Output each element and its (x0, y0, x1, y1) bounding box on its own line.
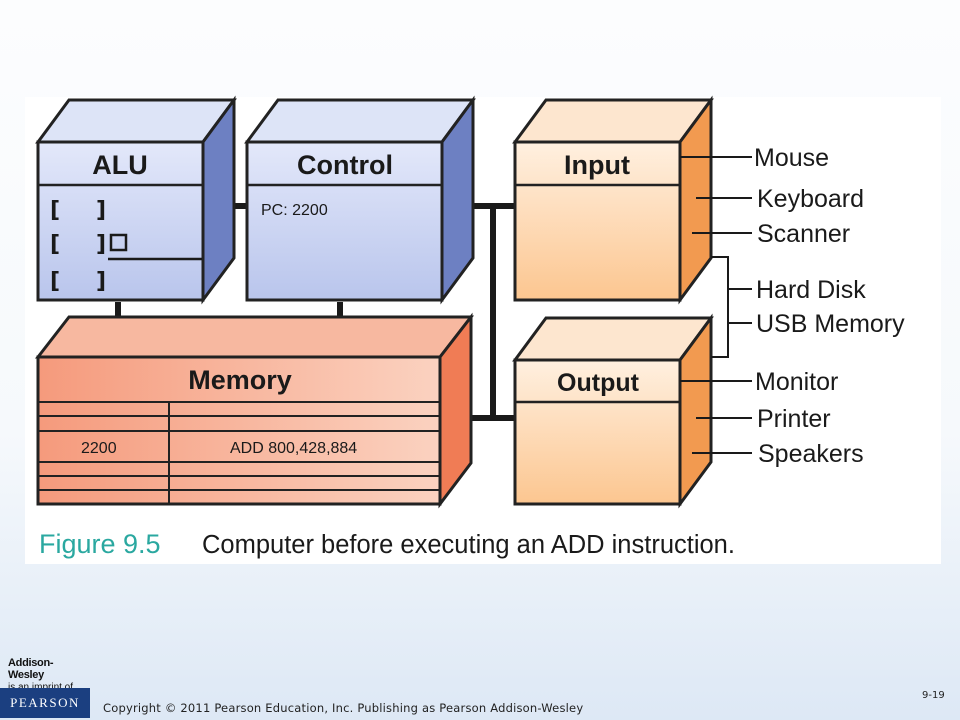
alu-register-3-open: [ (50, 269, 60, 294)
alu-registers: [ ] [ ] [ ] (50, 198, 106, 294)
alu-register-1-close: ] (96, 198, 106, 223)
caption-text: Computer before executing an ADD instruc… (202, 531, 735, 559)
output-top-face (512, 316, 714, 362)
output-front-face (513, 358, 682, 506)
copyright-text: Copyright © 2011 Pearson Education, Inc.… (103, 701, 584, 715)
input-label: Input (564, 150, 630, 180)
output-unit: Output (512, 313, 714, 509)
input-unit: Input (512, 95, 714, 305)
alu-register-3-close: ] (96, 269, 106, 294)
control-label: Control (297, 150, 393, 180)
control-front-face (245, 140, 444, 302)
alu-label: ALU (92, 150, 148, 180)
memory-unit: Memory 2200 ADD 800,428,884 (34, 312, 475, 509)
memory-label: Memory (188, 365, 292, 395)
device-scanner: Scanner (757, 220, 850, 248)
slide-number: 9-19 (922, 690, 945, 701)
input-top-face (512, 98, 714, 144)
control-top-face (244, 98, 476, 144)
device-hard-disk: Hard Disk (756, 276, 866, 304)
control-program-counter: PC: 2200 (261, 202, 328, 219)
device-labels: Mouse Keyboard Scanner Hard Disk USB Mem… (754, 144, 905, 468)
device-monitor: Monitor (755, 368, 838, 396)
alu-register-2-close: ] (96, 232, 106, 257)
memory-contents: ADD 800,428,884 (230, 440, 357, 457)
alu-register-1-open: [ (50, 198, 60, 223)
device-lines (680, 156, 752, 454)
output-label: Output (557, 369, 640, 397)
addison-wesley-logo: Addison-Wesley is an imprint of (8, 657, 88, 693)
pearson-logo: PEARSON (0, 688, 90, 718)
memory-address: 2200 (81, 440, 117, 457)
publisher-imprint: is an imprint of (8, 682, 88, 693)
alu-register-2-open: [ (50, 232, 60, 257)
caption-figure-number: Figure 9.5 (39, 529, 161, 559)
input-front-face (513, 140, 682, 302)
device-usb-memory: USB Memory (756, 310, 905, 338)
control-unit: Control PC: 2200 (244, 95, 476, 305)
memory-top-face (34, 315, 475, 359)
alu-unit: ALU [ ] [ ] [ ] (35, 95, 237, 305)
alu-front-face (36, 140, 205, 302)
alu-top-face (35, 98, 237, 144)
device-mouse: Mouse (754, 144, 829, 172)
device-keyboard: Keyboard (757, 185, 864, 213)
device-printer: Printer (757, 405, 831, 433)
alu-operation-box (109, 233, 128, 252)
publisher-name: Addison-Wesley (8, 657, 54, 681)
device-speakers: Speakers (758, 440, 864, 468)
